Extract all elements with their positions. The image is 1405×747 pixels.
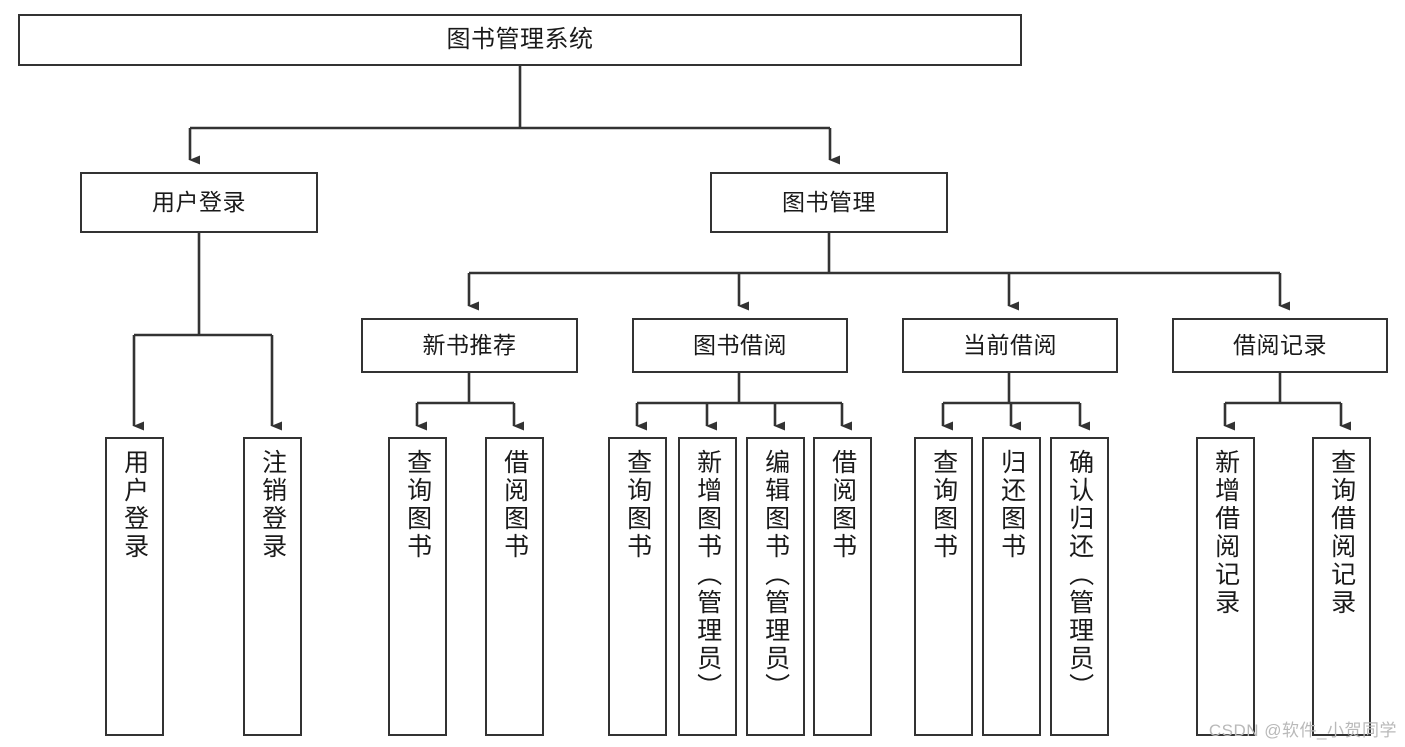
- node-label: 查询图书: [623, 449, 652, 561]
- node-label: 查询借阅记录: [1327, 449, 1356, 617]
- leaf-query-borrow-record[interactable]: 查询借阅记录: [1312, 437, 1371, 736]
- node-label: 新书推荐: [422, 332, 517, 359]
- leaf-confirm-return[interactable]: 确认归还（管理员）: [1050, 437, 1109, 736]
- leaf-borrow-book-new-recommend[interactable]: 借阅图书: [485, 437, 544, 736]
- leaf-query-book-new-recommend[interactable]: 查询图书: [388, 437, 447, 736]
- node-label: 借阅图书: [500, 449, 529, 561]
- node-label: 图书管理: [782, 189, 876, 216]
- node-borrow-record[interactable]: 借阅记录: [1172, 318, 1388, 373]
- node-label: 图书管理系统: [446, 26, 594, 54]
- node-label: 注销登录: [258, 449, 287, 561]
- leaf-user-login[interactable]: 用户登录: [105, 437, 164, 736]
- node-label: 用户登录: [120, 449, 149, 561]
- node-user-login[interactable]: 用户登录: [80, 172, 318, 233]
- node-label: 新增借阅记录: [1211, 449, 1240, 617]
- node-current-borrow[interactable]: 当前借阅: [902, 318, 1118, 373]
- node-label: 编辑图书（管理员）: [761, 449, 790, 701]
- leaf-logout-login[interactable]: 注销登录: [243, 437, 302, 736]
- leaf-borrow-book-borrow[interactable]: 借阅图书: [813, 437, 872, 736]
- node-label: 借阅记录: [1233, 332, 1327, 359]
- node-new-book-recommend[interactable]: 新书推荐: [361, 318, 578, 373]
- watermark-text: CSDN @软件_小贺同学: [1208, 721, 1397, 740]
- node-label: 查询图书: [403, 449, 432, 561]
- leaf-query-book-current[interactable]: 查询图书: [914, 437, 973, 736]
- node-label: 当前借阅: [963, 332, 1057, 359]
- leaf-edit-book[interactable]: 编辑图书（管理员）: [746, 437, 805, 736]
- node-book-borrow[interactable]: 图书借阅: [632, 318, 848, 373]
- leaf-query-book-borrow[interactable]: 查询图书: [608, 437, 667, 736]
- node-label: 查询图书: [929, 449, 958, 561]
- leaf-return-book[interactable]: 归还图书: [982, 437, 1041, 736]
- node-label: 图书借阅: [693, 332, 787, 359]
- leaf-add-borrow-record[interactable]: 新增借阅记录: [1196, 437, 1255, 736]
- node-label: 确认归还（管理员）: [1065, 449, 1094, 701]
- node-root-book-management-system[interactable]: 图书管理系统: [18, 14, 1022, 66]
- node-label: 借阅图书: [828, 449, 857, 561]
- node-label: 归还图书: [997, 449, 1026, 561]
- node-label: 用户登录: [152, 189, 246, 216]
- node-book-management[interactable]: 图书管理: [710, 172, 948, 233]
- leaf-add-book[interactable]: 新增图书（管理员）: [678, 437, 737, 736]
- node-label: 新增图书（管理员）: [693, 449, 722, 701]
